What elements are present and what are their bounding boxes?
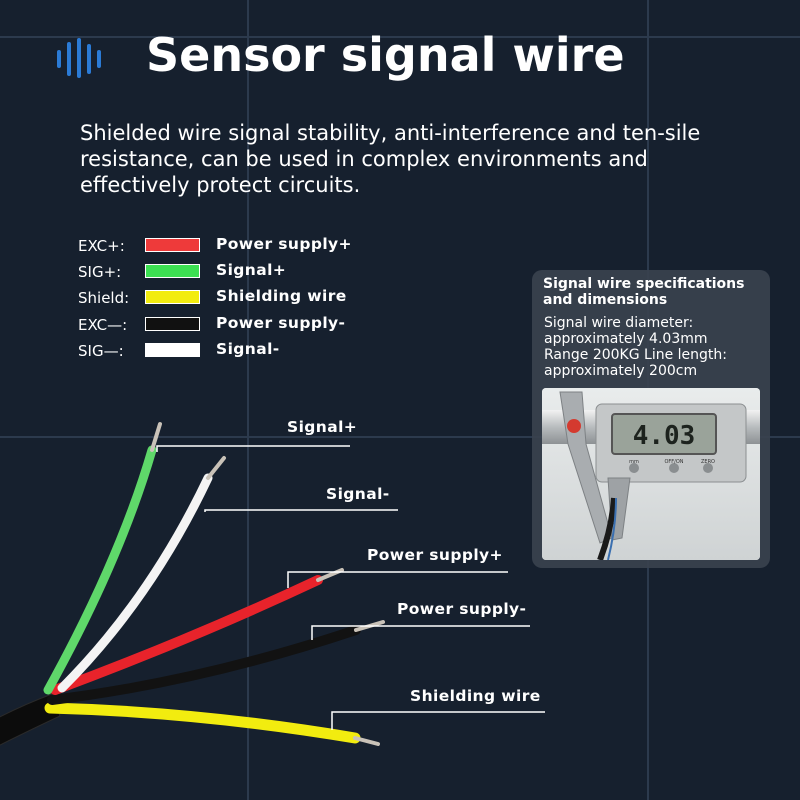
spec-line: approximately 4.03mm bbox=[544, 331, 708, 347]
leader-line-signal-plus bbox=[156, 445, 350, 452]
wire-label-signal-minus: Signal- bbox=[326, 485, 390, 503]
legend-row-sig-plus: SIG+: Signal+ bbox=[78, 259, 398, 285]
power-plus-wire bbox=[50, 575, 323, 695]
signal-minus-wire bbox=[57, 473, 213, 693]
legend-swatch-green bbox=[145, 264, 200, 278]
spec-card-title: Signal wire specifications and dimension… bbox=[543, 276, 745, 308]
wire-label-power-minus: Power supply- bbox=[397, 600, 527, 618]
spec-line: Signal wire diameter: bbox=[544, 315, 694, 331]
caliper-illustration: 4.03 mm OFF/ON ZERO bbox=[542, 388, 760, 560]
legend-meaning: Shielding wire bbox=[216, 287, 347, 305]
legend-row-exc-plus: EXC+: Power supply+ bbox=[78, 233, 398, 259]
legend-row-sig-minus: SIG—: Signal- bbox=[78, 338, 398, 364]
caliper-photo: 4.03 mm OFF/ON ZERO bbox=[542, 388, 760, 560]
caliper-reading: 4.03 bbox=[633, 421, 696, 451]
leader-line-power-minus bbox=[311, 625, 530, 640]
leader-line-power-plus bbox=[287, 571, 508, 588]
legend-row-shield: Shield: Shielding wire bbox=[78, 285, 398, 311]
shield-wire bbox=[44, 702, 361, 744]
legend-code: SIG—: bbox=[78, 342, 124, 360]
legend-swatch-black bbox=[145, 317, 200, 331]
spec-card: Signal wire specifications and dimension… bbox=[532, 270, 770, 568]
leader-line-shield bbox=[331, 711, 545, 730]
spec-line: Range 200KG Line length: bbox=[544, 347, 727, 363]
description-text: Shielded wire signal stability, anti-int… bbox=[80, 121, 701, 197]
page-title: Sensor signal wire bbox=[146, 28, 625, 82]
wire-label-shield: Shielding wire bbox=[410, 687, 541, 705]
wire-illustration bbox=[0, 422, 545, 746]
legend-code: SIG+: bbox=[78, 263, 122, 281]
spec-line: approximately 200cm bbox=[544, 363, 698, 379]
legend-code: EXC—: bbox=[78, 316, 128, 334]
legend-swatch-red bbox=[145, 238, 200, 252]
legend-swatch-white bbox=[145, 343, 200, 357]
signal-bars-icon bbox=[57, 38, 101, 78]
wire-label-signal-plus: Signal+ bbox=[287, 418, 358, 436]
legend-meaning: Power supply- bbox=[216, 314, 346, 332]
leader-line-signal-minus bbox=[204, 509, 398, 512]
legend-code: EXC+: bbox=[78, 237, 125, 255]
legend-meaning: Signal+ bbox=[216, 261, 287, 279]
power-minus-wire bbox=[47, 625, 361, 705]
wire-label-power-plus: Power supply+ bbox=[367, 546, 503, 564]
legend-swatch-yellow bbox=[145, 290, 200, 304]
caliper-button-zero: ZERO bbox=[701, 459, 715, 465]
legend-row-exc-minus: EXC—: Power supply- bbox=[78, 312, 398, 338]
legend-meaning: Power supply+ bbox=[216, 235, 352, 253]
signal-plus-wire bbox=[43, 445, 157, 695]
caliper-button-power: OFF/ON bbox=[664, 459, 683, 465]
caliper-button-mm: mm bbox=[629, 459, 639, 465]
legend-meaning: Signal- bbox=[216, 340, 280, 358]
legend-code: Shield: bbox=[78, 289, 130, 307]
